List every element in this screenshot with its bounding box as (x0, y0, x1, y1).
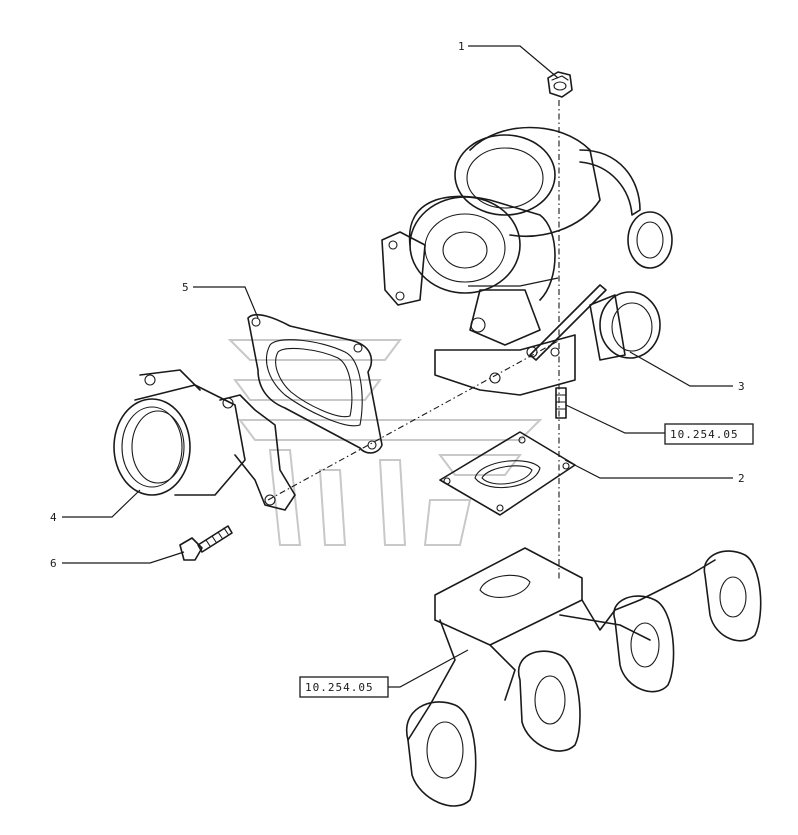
watermark-logo (227, 339, 543, 546)
callout-6: 6 (50, 557, 57, 570)
gasket-lower-part (439, 431, 576, 516)
reference-label-manifold: 10.254.05 (305, 681, 374, 694)
callout-2: 2 (738, 472, 745, 485)
reference-box-manifold[interactable]: 10.254.05 (299, 676, 389, 698)
exhaust-manifold-part (405, 547, 762, 807)
outlet-elbow-part (113, 369, 296, 511)
bolt-part (179, 525, 233, 561)
stud-part (555, 387, 567, 419)
turbocharger-part (381, 126, 673, 396)
reference-box-stud[interactable]: 10.254.05 (664, 423, 754, 445)
gasket-upper-part (247, 313, 383, 454)
callout-4: 4 (50, 511, 57, 524)
nut-part (547, 71, 573, 98)
callout-1: 1 (458, 40, 465, 53)
reference-label-stud: 10.254.05 (670, 428, 739, 441)
callout-3: 3 (738, 380, 745, 393)
callout-5: 5 (182, 281, 189, 294)
callout-leaders (62, 45, 733, 688)
